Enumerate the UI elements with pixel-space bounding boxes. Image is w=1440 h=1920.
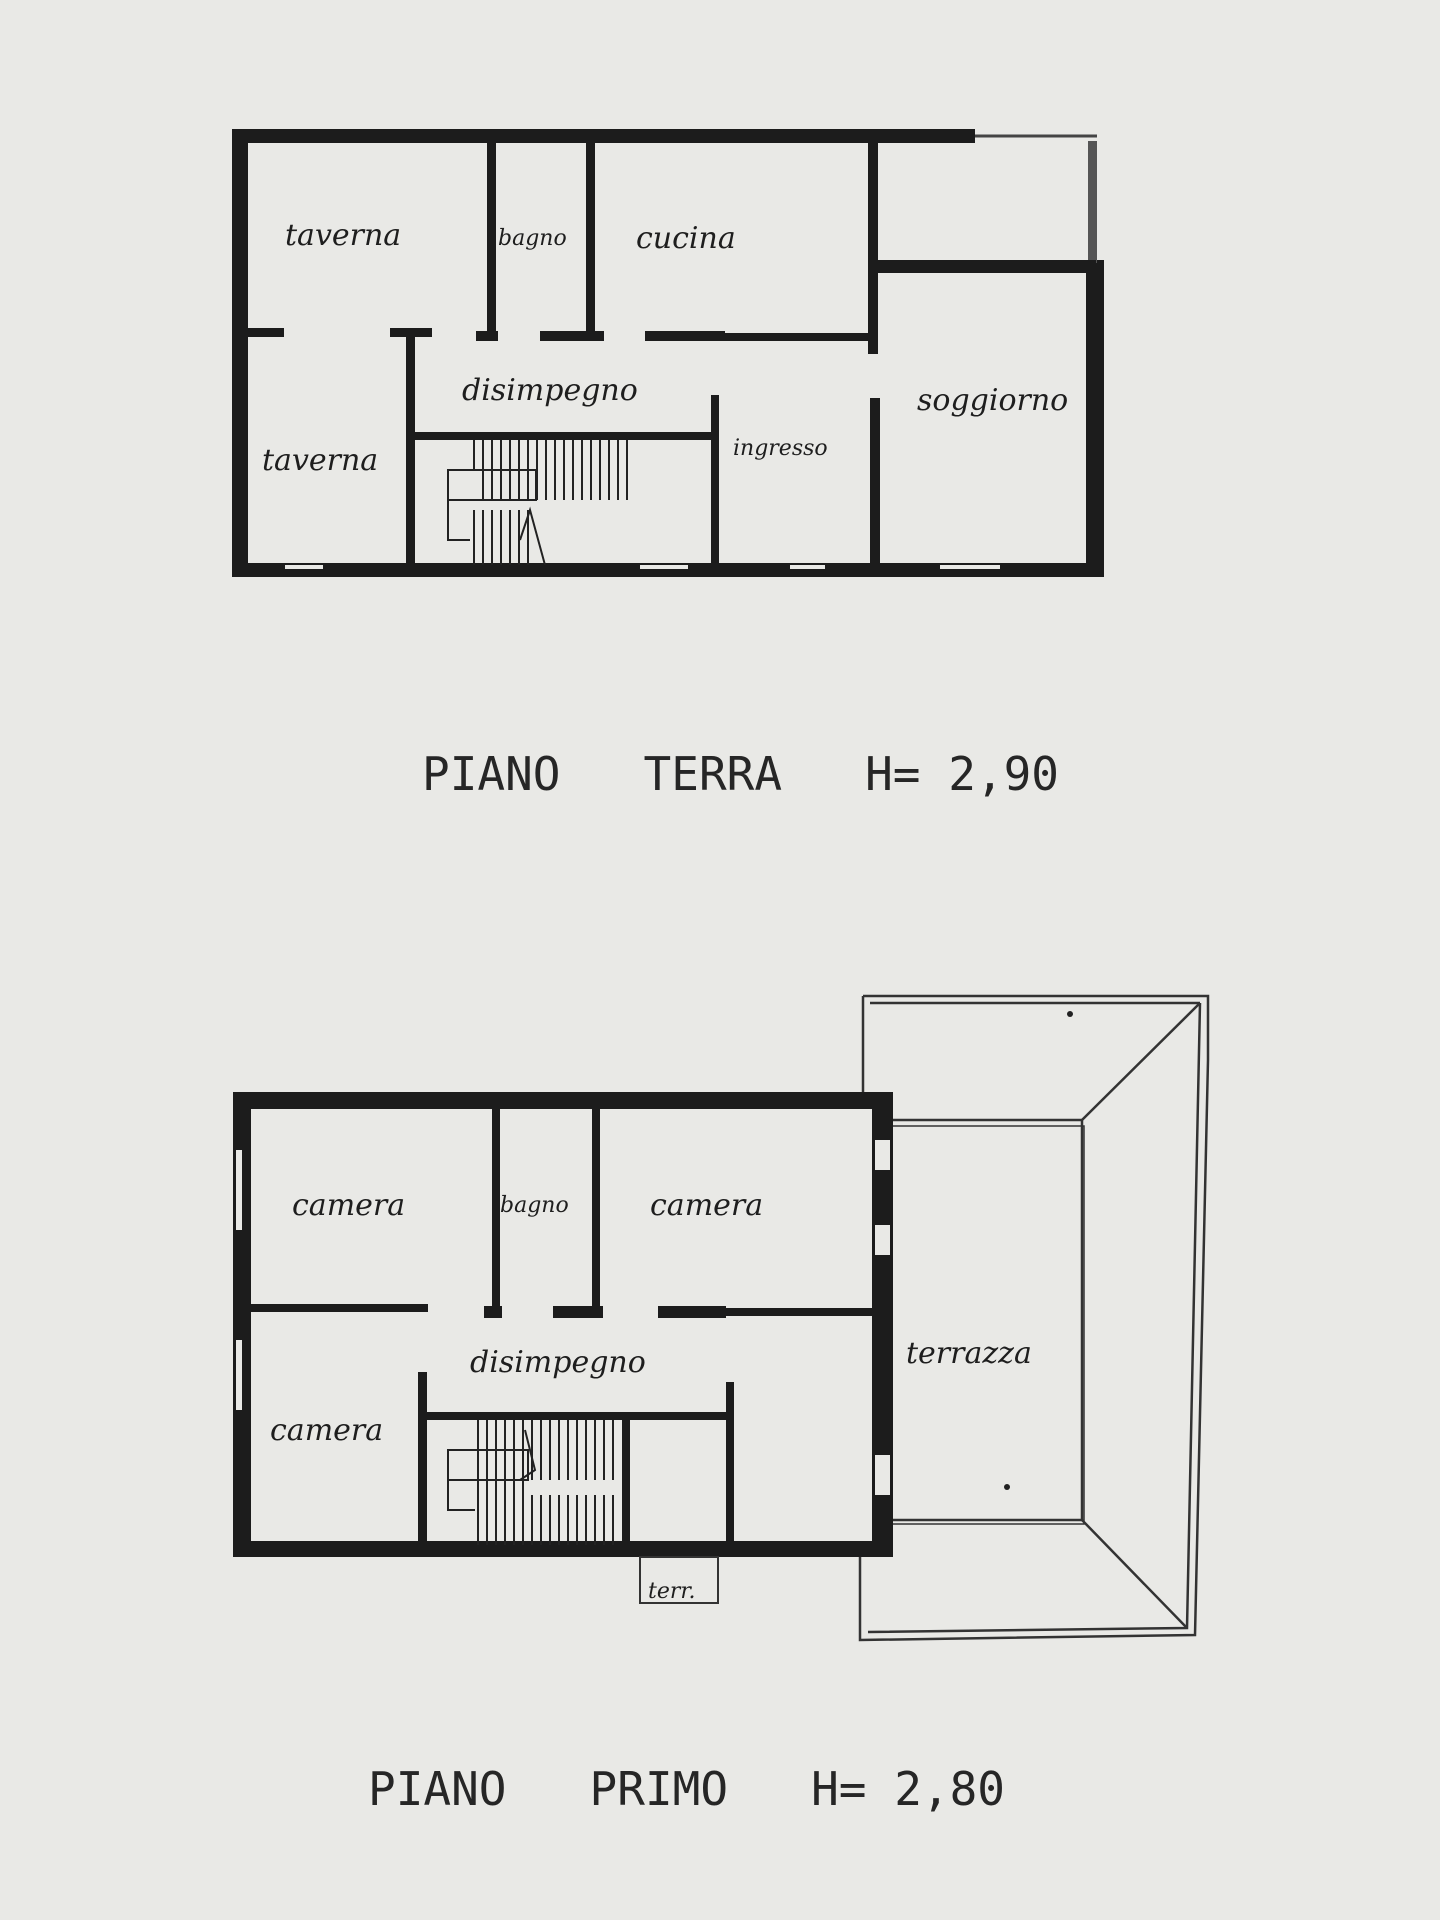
room-label-bagno: bagno xyxy=(498,226,567,251)
room-label-terrazza: terrazza xyxy=(906,1336,1032,1371)
room-label-disimpegno: disimpegno xyxy=(462,373,638,408)
first-floor-plan: camera bagno camera disimpegno camera te… xyxy=(233,994,1210,1642)
room-label-taverna-bottom: taverna xyxy=(262,443,378,478)
ground-floor-interior-walls xyxy=(246,141,1096,570)
first-floor-windows xyxy=(236,1140,890,1495)
room-label-disimpegno-first: disimpegno xyxy=(470,1345,646,1380)
small-terrace-box xyxy=(639,1556,719,1604)
ground-floor-staircase xyxy=(447,440,628,566)
ground-floor-windows xyxy=(285,565,1000,569)
ground-floor-outer-walls xyxy=(232,129,1104,577)
first-floor-outer-walls xyxy=(233,1092,893,1557)
room-label-camera-top-left: camera xyxy=(292,1188,405,1223)
room-label-ingresso: ingresso xyxy=(733,436,828,461)
room-label-camera-top-right: camera xyxy=(650,1188,763,1223)
ground-floor-plan: taverna bagno cucina disimpegno taverna … xyxy=(232,129,1104,577)
first-floor-staircase xyxy=(447,1420,614,1545)
room-label-soggiorno: soggiorno xyxy=(917,383,1068,418)
room-label-camera-bottom-left: camera xyxy=(270,1413,383,1448)
room-label-terr-small: terr. xyxy=(648,1579,695,1604)
room-label-taverna-top: taverna xyxy=(285,218,401,253)
terrace-outline xyxy=(858,994,1210,1642)
first-floor-title: PIANO PRIMO H= 2,80 xyxy=(368,1762,1005,1816)
ground-floor-title: PIANO TERRA H= 2,90 xyxy=(422,747,1059,801)
first-floor-interior-walls xyxy=(250,1107,876,1550)
room-label-bagno-first: bagno xyxy=(500,1193,569,1218)
room-label-cucina: cucina xyxy=(636,221,736,256)
